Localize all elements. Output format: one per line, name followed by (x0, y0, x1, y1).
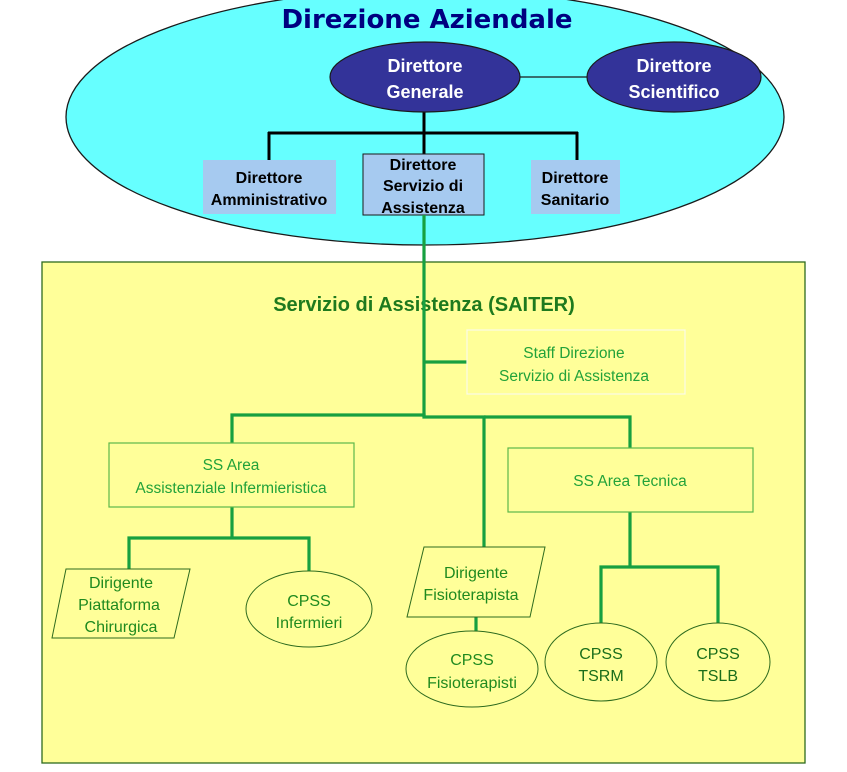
node-label-line: Fisioterapisti (427, 675, 517, 692)
node-label-line: Direttore (542, 170, 609, 187)
node-dirigente-piattaforma-chirurgica[interactable]: Dirigente Piattaforma Chirurgica (51, 568, 191, 639)
node-direttore-amministrativo[interactable]: Direttore Amministrativo (203, 160, 336, 214)
connector-main-horizontal (230, 413, 486, 549)
node-label-line: Direttore (636, 56, 711, 76)
node-label-line: Direttore (236, 170, 303, 187)
node-label-line: Assistenziale Infermieristica (135, 480, 327, 497)
node-ss-area-tecnica[interactable]: SS Area Tecnica (507, 447, 754, 513)
connector-area-inf-branches (127, 536, 311, 571)
direzione-aziendale-title: Direzione Aziendale (281, 5, 572, 35)
node-cpss-tsrm[interactable]: CPSS TSRM (544, 622, 658, 702)
node-direttore-servizio-assistenza[interactable]: Direttore Servizio di Assistenza (362, 153, 485, 217)
node-cpss-fisioterapisti[interactable]: CPSS Fisioterapisti (405, 630, 539, 708)
node-label-line: CPSS (287, 593, 331, 610)
node-direttore-scientifico[interactable]: Direttore Scientifico (586, 41, 762, 113)
node-label-line: Chirurgica (85, 619, 158, 636)
node-label-line: Direttore (390, 157, 457, 174)
node-label-line: Servizio di (383, 178, 463, 195)
node-label-line: Assistenza (381, 200, 465, 217)
node-label-line: SS Area Tecnica (573, 473, 687, 490)
node-label-line: SS Area (203, 457, 260, 474)
node-label-line: Infermieri (276, 615, 343, 632)
node-label-line: CPSS (696, 646, 740, 663)
node-label-line: TSLB (698, 668, 738, 685)
node-label-line: Dirigente (89, 575, 153, 592)
node-label-line: Fisioterapista (423, 587, 518, 604)
connector-area-tec-branches (599, 565, 720, 623)
node-label-line: Staff Direzione (523, 345, 624, 362)
node-label-line: Sanitario (541, 192, 610, 209)
node-direttore-sanitario[interactable]: Direttore Sanitario (531, 160, 620, 214)
node-label-line: Dirigente (444, 565, 508, 582)
saiter-connectors (127, 215, 720, 631)
node-label-line: Amministrativo (211, 192, 328, 209)
node-label-line: Servizio di Assistenza (499, 368, 649, 385)
node-ss-area-infermieristica[interactable]: SS Area Assistenziale Infermieristica (108, 442, 355, 508)
node-cpss-infermieri[interactable]: CPSS Infermieri (245, 570, 373, 648)
node-label-line: Scientifico (628, 82, 719, 102)
node-label-line: CPSS (450, 652, 494, 669)
node-staff-direzione[interactable]: Staff Direzione Servizio di Assistenza (466, 329, 686, 395)
node-dirigente-fisioterapista[interactable]: Dirigente Fisioterapista (406, 546, 546, 618)
node-direttore-generale[interactable]: Direttore Generale (329, 41, 521, 113)
node-label-line: Generale (386, 82, 463, 102)
node-label-line: Piattaforma (78, 597, 160, 614)
node-label-line: TSRM (578, 668, 623, 685)
connector-to-area-tecnica (484, 415, 632, 448)
node-cpss-tslb[interactable]: CPSS TSLB (665, 622, 771, 702)
node-label-line: Direttore (387, 56, 462, 76)
node-label-line: CPSS (579, 646, 623, 663)
